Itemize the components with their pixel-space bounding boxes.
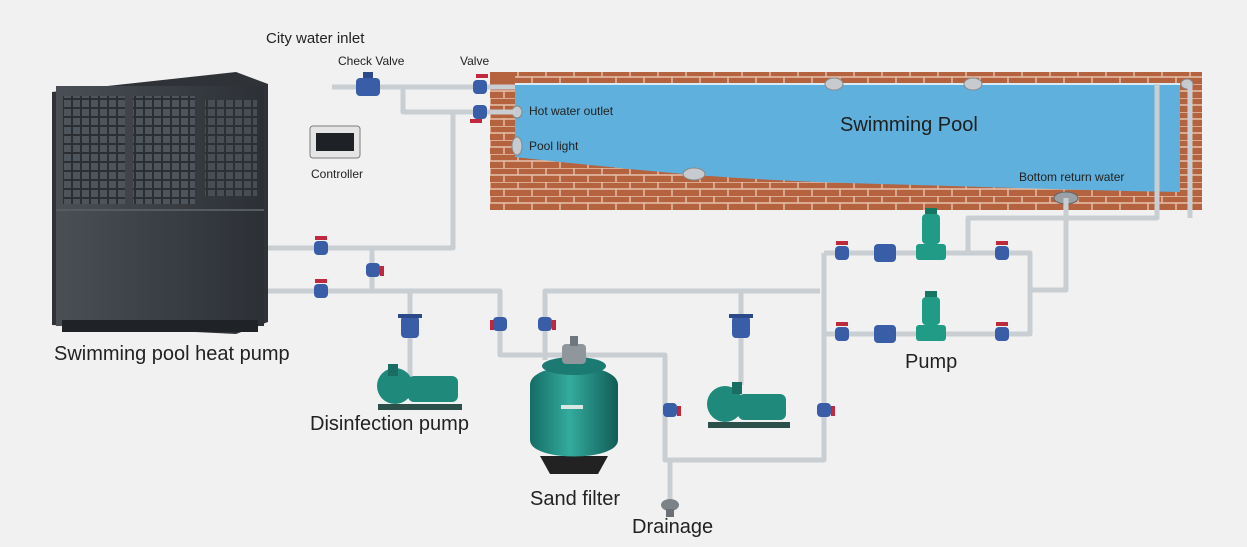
valve-filter-out xyxy=(538,317,556,331)
valve-inlet-top xyxy=(473,74,488,94)
filter-pump xyxy=(707,382,790,428)
valve-riser xyxy=(817,403,835,417)
swimming-pool-label: Swimming Pool xyxy=(840,114,978,136)
check-valve-disinfection xyxy=(398,314,422,338)
check-valve-pump2 xyxy=(874,325,896,343)
pool-light-label: Pool light xyxy=(529,139,579,153)
swimming-pool xyxy=(490,72,1202,210)
valve-pump2-out xyxy=(995,322,1009,341)
pipe-network xyxy=(268,84,1193,500)
check-valve-inlet xyxy=(356,72,380,96)
city-water-inlet-label: City water inlet xyxy=(266,30,365,47)
circulation-pump-2 xyxy=(916,291,946,341)
valve-pump2-in xyxy=(835,322,849,341)
drainage-outlet xyxy=(661,499,679,517)
heat-pump-unit xyxy=(52,72,268,334)
valve-label: Valve xyxy=(460,54,490,68)
valve-filter-in xyxy=(490,317,507,331)
valve-drain xyxy=(663,403,681,417)
check-valve-filter-pump xyxy=(729,314,753,338)
valves xyxy=(314,72,1009,417)
valve-hp-lower xyxy=(314,279,328,298)
pump-label: Pump xyxy=(905,351,958,373)
valve-pump1-in xyxy=(835,241,849,260)
disinfection-pump xyxy=(377,364,462,410)
sand-filter-tank xyxy=(530,336,618,474)
sand-filter-label: Sand filter xyxy=(530,488,621,510)
controller-device xyxy=(309,125,361,159)
valve-pump1-out xyxy=(995,241,1009,260)
bottom-return-water-label: Bottom return water xyxy=(1019,170,1125,184)
heat-pump-label: Swimming pool heat pump xyxy=(54,343,290,365)
circulation-pump-1 xyxy=(916,208,946,260)
check-valve-pump1 xyxy=(874,244,896,262)
valve-bypass xyxy=(366,263,384,277)
controller-label: Controller xyxy=(311,167,364,181)
hot-water-outlet-label: Hot water outlet xyxy=(529,104,614,118)
check-valve-label: Check Valve xyxy=(338,54,405,68)
valve-hp-upper xyxy=(314,236,328,255)
drainage-label: Drainage xyxy=(632,516,714,538)
disinfection-pump-label: Disinfection pump xyxy=(310,413,469,435)
valve-hot-water xyxy=(470,105,487,123)
pool-inlet-fittings xyxy=(511,77,1194,181)
